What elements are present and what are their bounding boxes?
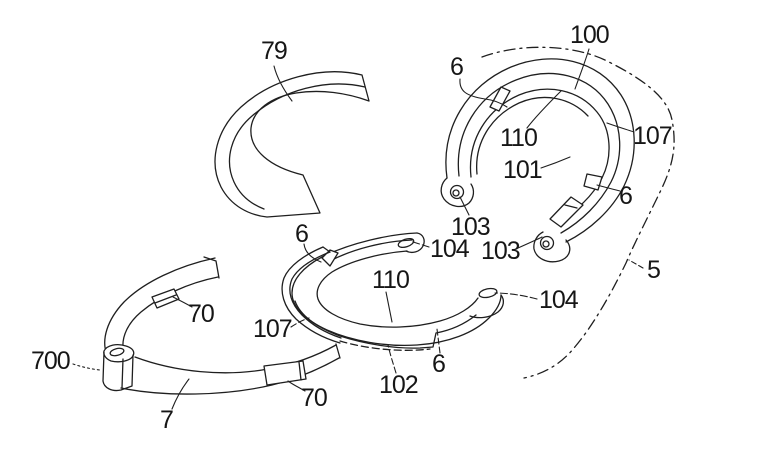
horseshoe-left-end: [441, 178, 473, 206]
leader-101: [541, 157, 570, 168]
crescent-thickness-line: [230, 84, 365, 209]
leader-6-top-left: [460, 79, 507, 107]
horseshoe-gap-line: [458, 74, 619, 233]
ref-label-103-left: 103: [451, 213, 491, 241]
hole-104-upper: [397, 237, 415, 249]
ref-label-101: 101: [503, 156, 543, 184]
leader-7: [172, 379, 189, 409]
horseshoe-inner-surface-line: [477, 97, 588, 174]
ref-label-79: 79: [261, 37, 288, 65]
hole-103-left: [451, 186, 464, 199]
ref-label-110-upper: 110: [500, 124, 538, 152]
ref-label-103-right: 103: [481, 237, 521, 265]
leader-104-upper: [410, 241, 429, 247]
leader-110-upper: [527, 91, 561, 128]
hole-104-right: [478, 287, 497, 299]
pad-110-lower: [550, 197, 583, 227]
ref-label-6-top-left: 6: [450, 53, 464, 81]
horseshoe-inner-opening: [470, 89, 609, 223]
tab-6-right-notch: [584, 174, 602, 190]
leader-6-bottom: [437, 329, 440, 353]
lug-700: [103, 345, 134, 391]
leader-6-middle: [304, 244, 321, 262]
slot-70-lower-depth: [299, 362, 301, 380]
ring-bottom-shading: [340, 341, 430, 350]
ring-upper-end: [406, 233, 424, 252]
band-back-edge: [105, 258, 215, 355]
leader-100: [575, 49, 589, 89]
hole-103-right: [541, 237, 554, 250]
lug-body: [103, 352, 133, 391]
ref-label-100: 100: [570, 21, 610, 49]
lug-edge-line: [122, 359, 123, 388]
ref-label-700: 700: [31, 347, 71, 375]
band-end-face-right: [336, 344, 340, 358]
strip-107-outer-arc: [282, 247, 340, 343]
slot-70-upper-depth: [155, 295, 176, 303]
leader-6-right: [597, 185, 620, 191]
strip-107-end-face: [323, 247, 330, 252]
band-bottom-edge: [121, 358, 339, 394]
ref-label-6-right: 6: [619, 182, 633, 210]
band-front-top-edge: [135, 345, 336, 373]
horseshoe-lower-end: [534, 232, 570, 262]
leader-5: [629, 260, 643, 268]
leader-70-lower: [288, 381, 305, 391]
ref-label-6-middle: 6: [295, 220, 309, 248]
leader-103-right: [518, 237, 542, 248]
ref-label-110-middle: 110: [372, 266, 410, 294]
leader-104-middle: [495, 293, 537, 299]
part-100-horseshoe: [441, 59, 634, 262]
leader-107-middle: [291, 318, 309, 327]
part-102-ring: [282, 233, 503, 350]
leader-79: [274, 66, 292, 101]
ref-label-107-middle: 107: [253, 315, 293, 343]
ref-label-5: 5: [647, 256, 661, 284]
horseshoe-outer-edge: [446, 59, 634, 242]
band-end-face-upper: [204, 257, 219, 278]
ref-label-104-upper: 104: [430, 235, 470, 263]
band-top-surface-edge: [123, 277, 218, 348]
hole-103-left-inner: [453, 190, 459, 196]
slot-70-lower: [264, 361, 306, 385]
ref-label-102: 102: [379, 371, 419, 399]
lug-hole: [109, 347, 124, 357]
bracket-5: [482, 47, 674, 378]
ref-label-70-upper: 70: [188, 300, 215, 328]
ring-inner-opening: [317, 251, 478, 327]
step-line: [565, 205, 577, 208]
leader-110-middle: [386, 292, 392, 322]
leader-lines: [73, 49, 643, 409]
ref-label-6-bottom: 6: [432, 350, 446, 378]
part-7-band: [103, 257, 340, 394]
leader-70-upper: [173, 297, 192, 307]
ring-right-end: [470, 295, 503, 318]
hole-103-right-inner: [543, 241, 549, 247]
ref-label-7: 7: [160, 406, 174, 434]
ring-front-face: [295, 301, 476, 348]
leader-700: [73, 364, 100, 370]
lug-top-face: [104, 345, 134, 362]
tab-6-upper-left: [490, 87, 510, 111]
leader-107-upper: [607, 123, 634, 132]
strip-107-inner-arc: [290, 252, 341, 338]
ref-label-104-middle: 104: [539, 286, 579, 314]
leader-102: [388, 345, 396, 373]
crescent-outline: [215, 72, 369, 217]
leader-103-left: [460, 197, 469, 215]
part-79-crescent: [215, 72, 369, 217]
ref-label-70-lower: 70: [301, 384, 328, 412]
ref-label-107-upper: 107: [633, 122, 673, 150]
